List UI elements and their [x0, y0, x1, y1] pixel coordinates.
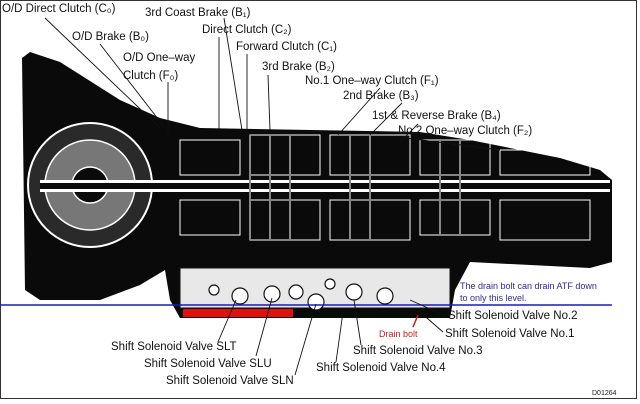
- label-direct-clutch: Direct Clutch (C₂): [202, 24, 292, 36]
- label-ssv-sln: Shift Solenoid Valve SLN: [166, 375, 294, 387]
- label-ssv-no1: Shift Solenoid Valve No.1: [445, 328, 575, 340]
- label-2nd-brake: 2nd Brake (B₃): [343, 90, 419, 102]
- oil-pan-highlight: [183, 309, 293, 317]
- figure-code: D01264: [592, 390, 617, 397]
- label-3rd-coast-brake: 3rd Coast Brake (B₁): [145, 7, 251, 19]
- label-1st-reverse-brake: 1st & Reverse Brake (B₄): [372, 110, 501, 122]
- transmission-cross-section: [22, 52, 612, 318]
- label-3rd-brake: 3rd Brake (B₂): [262, 61, 335, 73]
- annotation-line1: The drain bolt can drain ATF down: [460, 281, 597, 291]
- label-forward-clutch: Forward Clutch (C₁): [236, 41, 337, 53]
- label-ssv-slu: Shift Solenoid Valve SLU: [144, 358, 272, 370]
- label-ssv-slt: Shift Solenoid Valve SLT: [111, 341, 237, 353]
- label-ssv-no3: Shift Solenoid Valve No.3: [353, 345, 483, 357]
- label-drain-bolt: Drain bolt: [379, 329, 418, 339]
- label-ssv-no2: Shift Solenoid Valve No.2: [448, 310, 578, 322]
- label-ssv-no4: Shift Solenoid Valve No.4: [316, 362, 446, 374]
- label-od-brake: O/D Brake (B₀): [72, 31, 149, 43]
- label-no1-one-way-clutch: No.1 One–way Clutch (F₁): [305, 75, 439, 87]
- label-od-one-way-clutch-2: Clutch (F₀): [123, 70, 178, 82]
- leader-lines: [44, 17, 501, 376]
- label-od-one-way-clutch-1: O/D One–way: [123, 52, 195, 64]
- label-no2-one-way-clutch: No.2 One–way Clutch (F₂): [398, 125, 532, 137]
- label-od-direct-clutch: O/D Direct Clutch (C₀): [2, 3, 116, 15]
- annotation-line2: to only this level.: [460, 293, 527, 303]
